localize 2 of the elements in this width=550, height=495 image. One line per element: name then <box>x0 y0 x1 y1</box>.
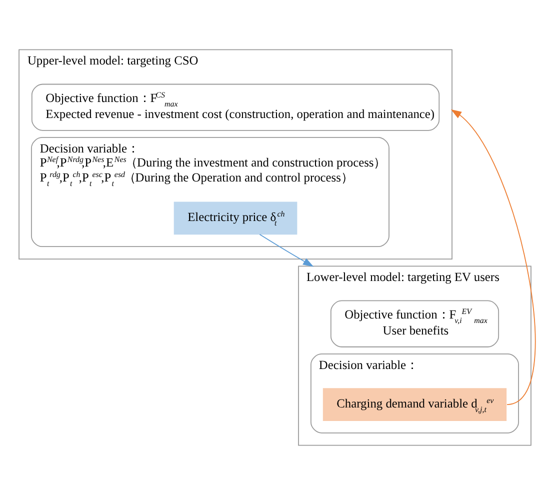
arrow <box>259 234 314 267</box>
arrow <box>450 109 536 405</box>
